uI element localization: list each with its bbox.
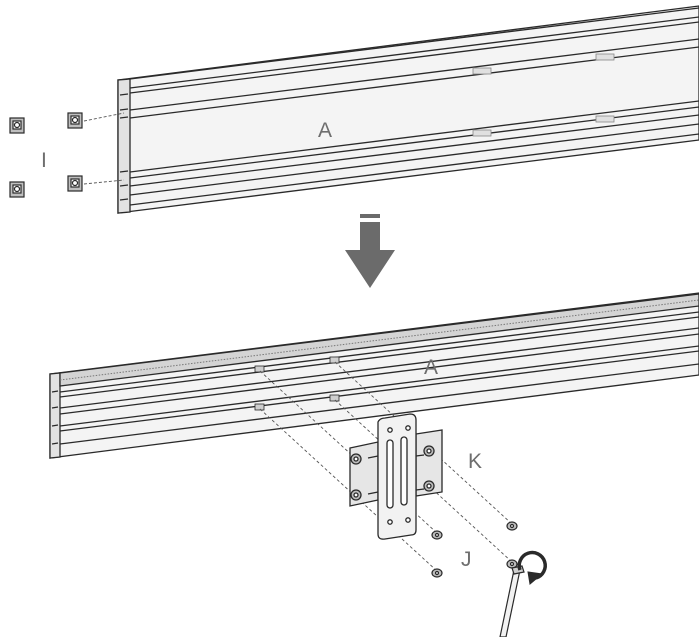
rail-label-bottom: A — [424, 356, 438, 379]
nut-guide-lines — [83, 112, 125, 185]
rotate-arrow-icon — [517, 550, 547, 585]
screw-icon — [431, 568, 443, 578]
t-nut-icon — [67, 112, 83, 129]
bracket-label: K — [468, 450, 482, 473]
t-nut-icon — [9, 181, 25, 198]
down-arrow-icon — [345, 214, 395, 288]
t-nut-group — [9, 112, 83, 198]
rail-label-top: A — [318, 119, 332, 142]
screw-group — [431, 521, 518, 578]
screw-icon — [506, 521, 518, 531]
screw-icon — [431, 530, 443, 540]
t-nut-icon — [67, 175, 83, 192]
t-nut-icon — [9, 117, 25, 134]
mounting-bracket — [349, 413, 443, 540]
allen-key-icon — [499, 565, 525, 637]
bottom-rail — [49, 292, 699, 459]
top-rail — [117, 5, 699, 214]
screws-label: J — [461, 548, 472, 571]
nuts-label: I — [41, 149, 47, 172]
